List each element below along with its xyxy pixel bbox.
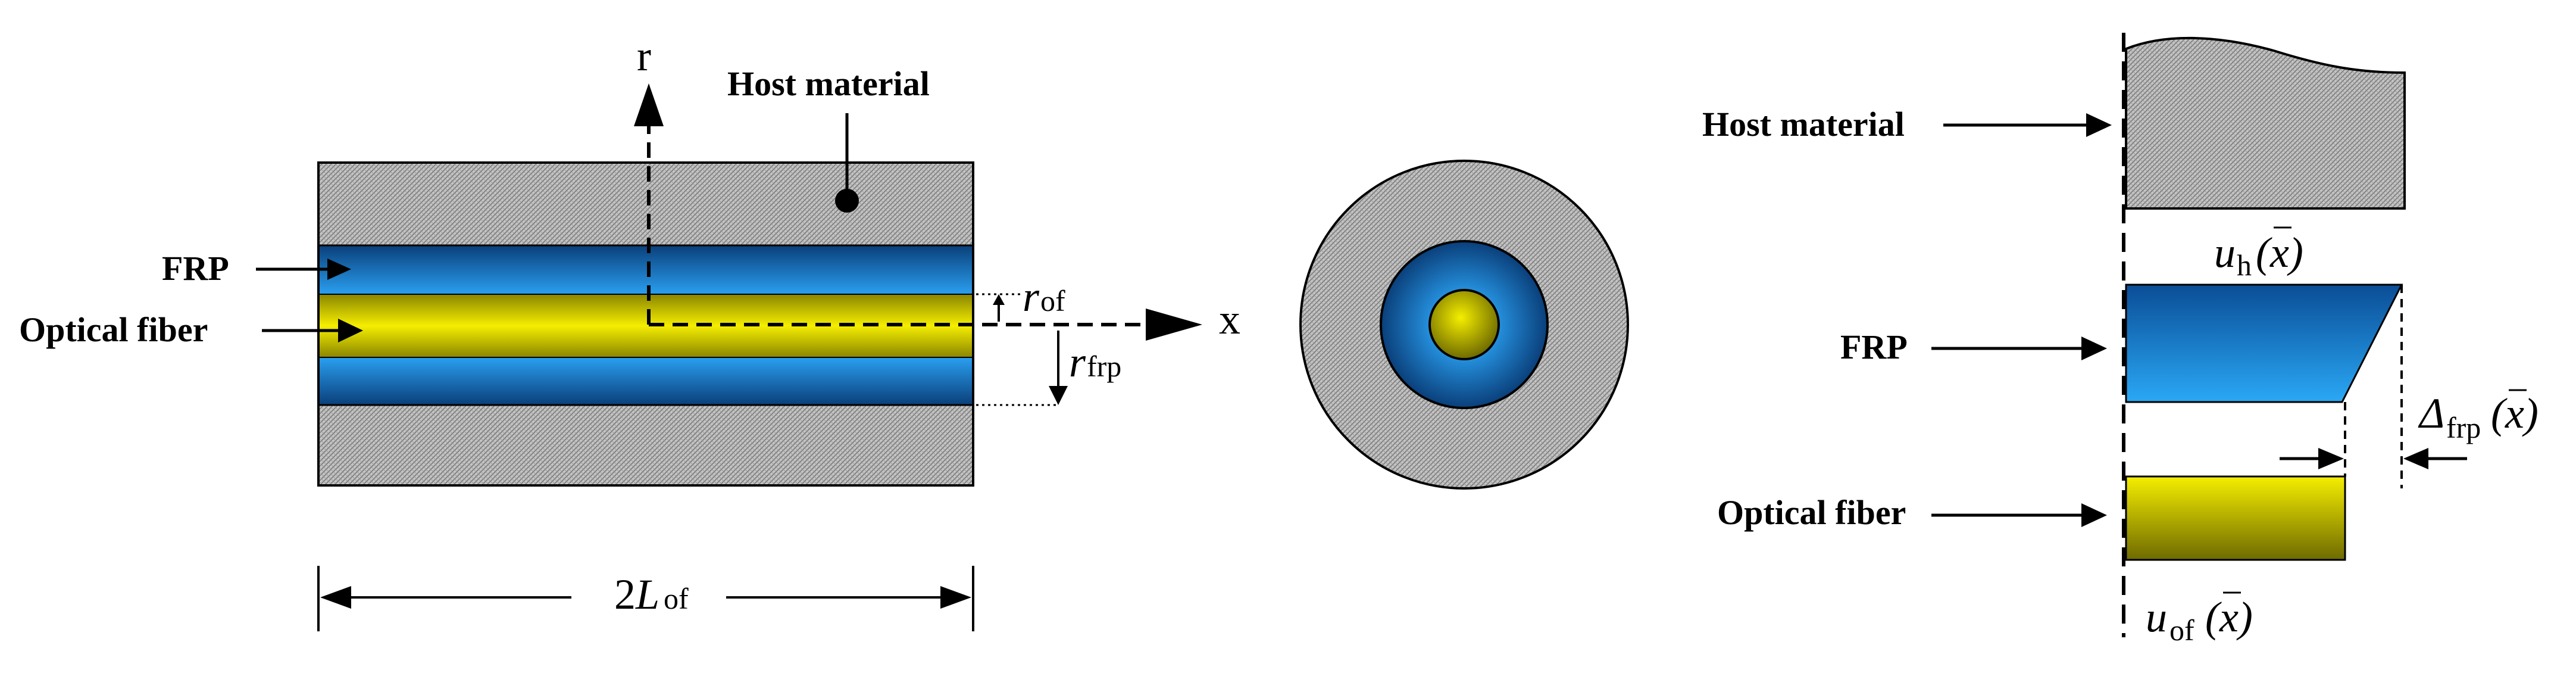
host-material-label-left: Host material — [727, 64, 930, 103]
length-symbol: L — [635, 571, 659, 618]
frp-label-right: FRP — [1840, 328, 1908, 366]
host-material-pointer: Host material — [727, 64, 930, 213]
delta-subscript: frp — [2446, 411, 2481, 444]
uof-argument: (x) — [2205, 593, 2253, 641]
x-axis: x — [649, 295, 1240, 343]
length-dimension: 2 L of — [317, 566, 974, 631]
length-subscript: of — [664, 582, 689, 615]
host-displacement-profile — [2125, 36, 2406, 210]
r-axis: r — [634, 32, 664, 325]
delta-symbol: Δ — [2418, 390, 2444, 437]
r-axis-label: r — [637, 32, 651, 80]
optical-fiber-displacement-shape — [2125, 475, 2346, 561]
optical-fiber-label-right: Optical fiber — [1717, 493, 1906, 532]
displacement-schematic: Host material u h (x) FRP Δ frp (x) Opti… — [1702, 33, 2539, 647]
r-frp-dimension: r frp — [976, 331, 1121, 406]
uof-symbol: u — [2146, 593, 2167, 641]
uh-subscript: h — [2237, 248, 2252, 282]
host-material-label-right: Host material — [1702, 105, 1905, 144]
frp-lower-layer — [318, 357, 973, 405]
delta-argument: (x) — [2491, 390, 2539, 437]
r-of-dimension: r of — [976, 273, 1065, 322]
r-frp-subscript: frp — [1087, 350, 1121, 383]
uof-subscript: of — [2169, 613, 2194, 647]
optical-fiber-pointer-left: Optical fiber — [19, 310, 363, 349]
optical-fiber-disc — [1428, 289, 1500, 360]
frp-displacement-shape — [2125, 284, 2403, 403]
r-of-symbol: r — [1023, 273, 1040, 320]
x-axis-label: x — [1219, 295, 1240, 343]
optical-fiber-label-left: Optical fiber — [19, 310, 208, 349]
uh-argument: (x) — [2256, 229, 2303, 276]
r-of-subscript: of — [1040, 284, 1065, 317]
r-frp-symbol: r — [1069, 338, 1086, 386]
uh-symbol: u — [2214, 229, 2236, 276]
length-prefix: 2 — [614, 571, 636, 618]
frp-label-left: FRP — [162, 249, 229, 288]
frp-upper-layer — [318, 245, 973, 294]
cross-section — [1299, 160, 1629, 490]
frp-pointer-left: FRP — [162, 249, 351, 288]
